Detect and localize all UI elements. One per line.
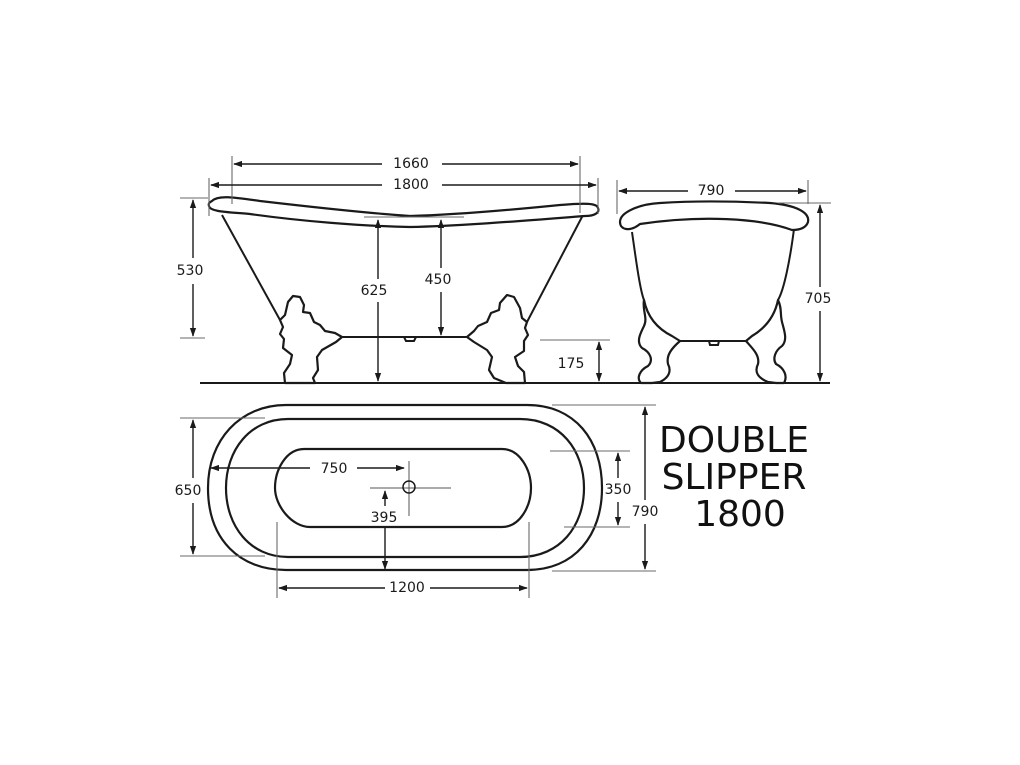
model-title: DOUBLE SLIPPER 1800: [659, 420, 809, 535]
end-view: 790 705: [616, 180, 832, 385]
end-view-rim: [618, 200, 810, 232]
plan-view: 750 395 650 350 790 1200: [175, 403, 659, 598]
dim-label-basin-flat-length: 1200: [389, 580, 425, 596]
dim-label-inner-length: 1660: [393, 156, 429, 172]
left-claw-foot: [278, 294, 344, 385]
end-view-drain-stub: [708, 340, 720, 346]
title-line-1: DOUBLE: [659, 420, 809, 461]
dim-label-base-clearance: 175: [558, 356, 585, 372]
title-line-2: SLIPPER: [662, 457, 807, 498]
dim-label-waste-from-end: 750: [321, 461, 348, 477]
dim-label-inner-depth: 450: [425, 272, 452, 288]
drain-icon: [402, 480, 416, 494]
dim-label-overall-length: 1800: [393, 177, 429, 193]
side-view-rim: [207, 196, 600, 229]
dim-label-end-height: 530: [177, 263, 204, 279]
end-view-right-leg: [744, 298, 787, 385]
side-view-tub-body: [221, 214, 584, 323]
right-claw-foot: [465, 293, 530, 385]
end-view-left-leg: [637, 298, 682, 385]
dim-label-end-height: 705: [805, 291, 832, 307]
dim-label-inner-width: 650: [175, 483, 202, 499]
side-view: 1660 1800 530 625 450 175: [177, 156, 830, 385]
title-line-3: 1800: [694, 494, 786, 535]
dim-label-center-height: 625: [361, 283, 388, 299]
side-view-drain-stub: [403, 336, 417, 342]
dim-label-plan-width: 790: [632, 504, 659, 520]
end-view-tub-body: [631, 228, 795, 301]
dim-label-end-width: 790: [698, 183, 725, 199]
dim-label-basin-width: 350: [605, 482, 632, 498]
dim-label-waste-from-side: 395: [371, 510, 398, 526]
